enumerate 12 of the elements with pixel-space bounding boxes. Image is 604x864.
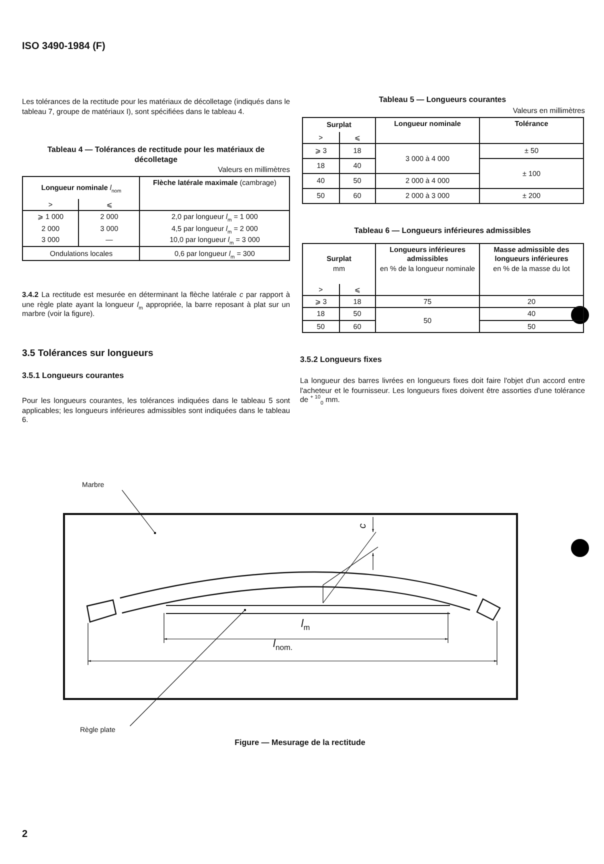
dimension-label: l$_{nom.}$ [273,639,293,650]
subsection-heading: 3.5.1 Longueurs courantes [22,371,125,382]
leader-line [130,608,246,726]
header-text: ISO 3490-1984 (F) [22,40,106,53]
page-number: 2 [22,828,29,841]
section-heading: 3.5 Tolérances sur longueurs [22,348,154,360]
figure-caption: Figure — Mesurage de la rectitude [234,738,366,748]
marble-plate [63,513,518,700]
straightedge-ruler [166,605,450,614]
subsection-heading: 3.5.2 Longueurs fixes [300,355,383,366]
dimension-label: c [358,524,368,528]
leader-line [122,490,156,534]
